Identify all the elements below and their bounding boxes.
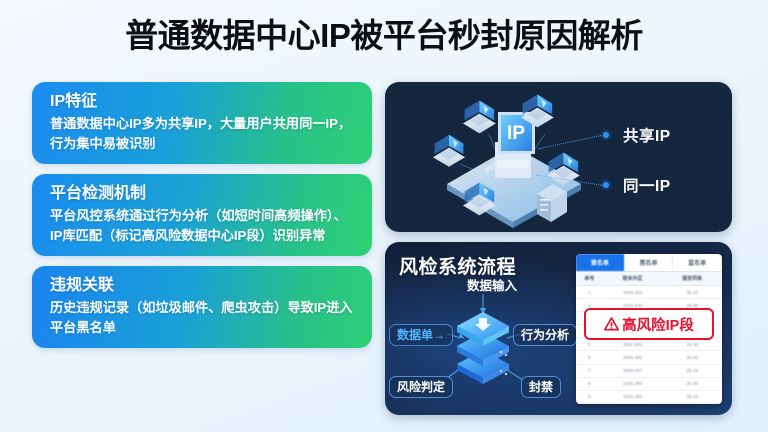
table-header-cell: 服务同条 <box>682 276 703 282</box>
table-tab-0[interactable]: 第名单 <box>576 254 625 271</box>
table-cell: 29.38 <box>686 341 698 347</box>
page-title: 普通数据中心IP被平台秒封原因解析 <box>125 17 643 54</box>
flow-node-risk-judgement[interactable]: 风险判定 <box>389 376 454 398</box>
table-row[interactable]: 1 3034.303 36.20 <box>576 286 722 300</box>
table-cell: 8 <box>588 381 591 387</box>
table-cell: 28.29 <box>686 394 698 400</box>
table-tabs: 第名单 黑名单 蓝名单 <box>576 254 722 272</box>
svg-text:IP: IP <box>507 123 525 144</box>
table-row[interactable]: 7 3069.457 28.19 <box>576 365 722 378</box>
label-same-ip: 同一IP <box>623 178 671 195</box>
card-body: 平台风控系统通过行为分析（如短时间高频操作）、IP库匹配（标记高风险数据中心IP… <box>50 208 347 243</box>
feature-card-list: IP特征 普通数据中心IP多为共享IP，大量用户共用同一IP，行为集中易被识别 … <box>32 82 372 358</box>
table-cell: 9 <box>588 394 591 400</box>
table-row[interactable]: 5 3011.281 29.38 <box>576 338 722 352</box>
flow-diagram: 数据输入 <box>385 272 581 415</box>
connector-dot-shared-ip <box>603 132 609 138</box>
table-cell: 6 <box>588 355 591 361</box>
feature-card-violation-association[interactable]: 违规关联 历史违规记录（如垃圾邮件、爬虫攻击）导致IP进入平台黑名单 <box>32 266 372 348</box>
flow-input-label: 数据输入 <box>466 279 517 293</box>
table-cell: 30.39 <box>686 381 698 387</box>
blacklist-table-card: 第名单 黑名单 蓝名单 单号 联末外区 服务同条 1 3034.303 36.20 2… <box>576 254 722 404</box>
card-body: 历史违规记录（如垃圾邮件、爬虫攻击）导致IP进入平台黑名单 <box>50 300 353 335</box>
table-cell: 36.20 <box>686 289 698 295</box>
table-cell: 28.19 <box>686 368 698 374</box>
card-title: IP特征 <box>50 93 98 110</box>
high-risk-ip-badge: 高风险IP段 <box>584 308 714 340</box>
table-tab-1[interactable]: 黑名单 <box>625 254 674 271</box>
flow-node-data-sheet[interactable]: 数据单→ <box>389 324 454 346</box>
table-cell: 7 <box>588 368 591 374</box>
flow-panel-title: 风检系统流程 <box>399 257 517 278</box>
table-cell: 30.20 <box>686 355 698 361</box>
table-tab-2[interactable]: 蓝名单 <box>673 254 722 271</box>
table-cell: 3034.303 <box>623 289 643 295</box>
network-illustration-panel: IP 共享IP 同一IP <box>385 82 732 232</box>
table-header-cell: 联末外区 <box>622 276 643 282</box>
badge-text: 高风险IP段 <box>622 317 694 334</box>
risk-flow-panel: 风检系统流程 数据输入 <box>385 242 732 415</box>
table-cell: 5 <box>588 341 591 347</box>
table-body: 13034.30336.2023208.44928.4933688.30931.… <box>576 286 722 404</box>
table-cell: 3208.449 <box>623 302 643 308</box>
card-body: 普通数据中心IP多为共享IP，大量用户共用同一IP，行为集中易被识别 <box>50 116 352 151</box>
label-shared-ip: 共享IP <box>623 128 671 145</box>
table-cell: 2205.369 <box>623 381 643 387</box>
flow-node-ban[interactable]: 封禁 <box>521 376 562 398</box>
table-cell: 2093.382 <box>623 355 643 361</box>
table-cell: 2522.355 <box>623 394 643 400</box>
flow-node-behavior-analysis[interactable]: 行为分析 <box>513 324 578 346</box>
feature-card-detection-mechanism[interactable]: 平台检测机制 平台风控系统通过行为分析（如短时间高频操作）、IP库匹配（标记高风… <box>32 174 372 256</box>
table-row[interactable]: 9 2522.355 28.29 <box>576 391 722 404</box>
warning-triangle-icon <box>604 317 620 331</box>
feature-card-ip-characteristics[interactable]: IP特征 普通数据中心IP多为共享IP，大量用户共用同一IP，行为集中易被识别 <box>32 82 372 164</box>
table-header-row: 单号 联末外区 服务同条 <box>576 272 722 286</box>
card-title: 平台检测机制 <box>50 185 147 202</box>
isometric-network-diagram: IP <box>433 94 581 228</box>
table-row[interactable]: 6 2093.382 30.20 <box>576 351 722 365</box>
table-row[interactable]: 8 2205.369 30.39 <box>576 378 722 391</box>
table-cell: 28.49 <box>686 302 698 308</box>
table-cell: 3011.281 <box>623 341 643 347</box>
card-title: 违规关联 <box>50 277 115 294</box>
table-cell: 3069.457 <box>623 368 643 374</box>
connector-dot-same-ip <box>603 182 609 188</box>
table-cell: 2 <box>588 302 591 308</box>
table-header-cell: 单号 <box>584 276 595 282</box>
table-cell: 1 <box>588 289 591 295</box>
